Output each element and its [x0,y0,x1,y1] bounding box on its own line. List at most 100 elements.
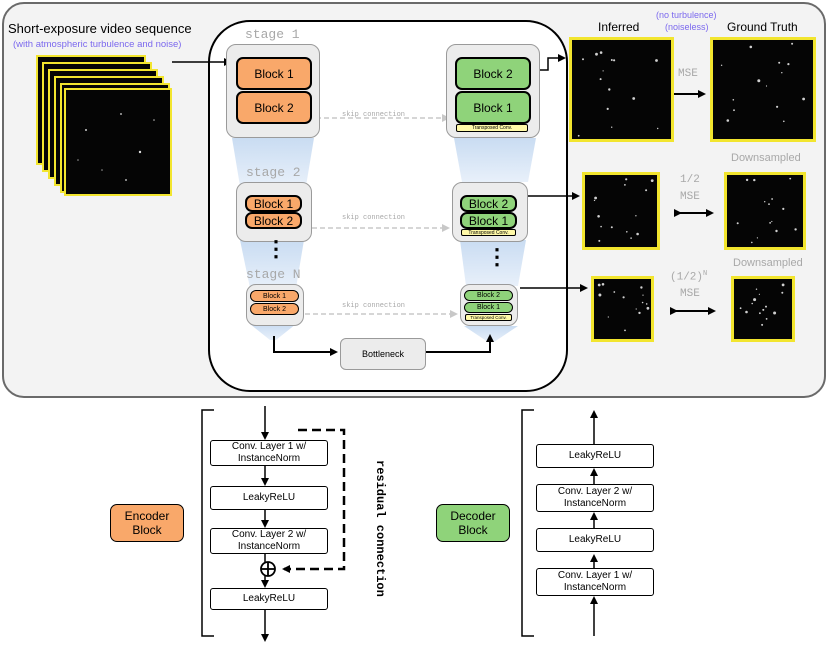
bottleneck-out-arrow [426,334,494,353]
encoder-leakyrelu-1: LeakyReLU [210,486,328,510]
speckle [802,97,805,101]
transposed-conv: Transposed Conv. [461,229,516,236]
speckle [582,58,584,61]
skip-label: skip connection [342,302,406,310]
mse-label: MSE [678,68,698,80]
transposed-conv: Transposed Conv. [465,314,512,321]
downsampled-label: Downsampled [733,257,803,269]
speckle [753,178,756,182]
encoder-taper [240,240,304,288]
speckle [598,239,601,242]
speckle [611,126,613,128]
decoder-block-tag: Decoder Block [436,504,510,542]
speckle [598,293,602,297]
speckle [610,59,613,61]
ground-truth-image-3 [731,276,795,342]
speckle [773,311,777,315]
decoder-conv-layer-2: Conv. Layer 2 w/ InstanceNorm [536,484,654,512]
speckle [646,306,650,310]
speckle [765,85,768,87]
speckle [622,296,625,299]
encoder-block-1: Block 1 [245,195,302,212]
half-label: 1/2 [680,174,700,186]
encoder-leakyrelu-2: LeakyReLU [210,588,328,610]
encoder-block-tag: Encoder Block [110,504,184,542]
speckle [608,88,611,91]
decoder-leakyrelu-1: LeakyReLU [536,528,654,552]
decoder-block-2: Block 2 [460,195,517,212]
decoder-block-2: Block 2 [455,57,531,90]
speckle [765,305,767,308]
stage-2-label: stage 2 [246,165,301,180]
speckle [657,127,659,130]
speckle [745,310,748,314]
bottleneck-box: Bottleneck [340,338,426,370]
speckle [597,215,600,218]
speckle [787,63,790,66]
speckle-noise [593,178,654,242]
inferred-image-3 [591,276,654,342]
decoder-block-1: Block 1 [460,212,517,229]
speckle [613,59,616,62]
encoder-block-1: Block 1 [236,57,312,90]
stage-1-label: stage 1 [245,27,300,42]
speckle-noise [597,283,650,332]
speckle [751,302,753,305]
speckle [635,215,637,217]
speckle [606,107,609,110]
encoder-conv-layer-1: Conv. Layer 1 w/ InstanceNorm [210,440,328,466]
downsampled-label: Downsampled [731,152,801,164]
encoder-block-2: Block 2 [245,212,302,229]
skip-label: skip connection [342,111,406,119]
speckle [765,318,768,320]
encoder-block-1: Block 1 [250,290,299,302]
speckle-noise [736,177,797,244]
speckle [599,51,603,54]
stage-n-label: stage N [246,267,301,282]
half-n-label: (1/2)N [670,270,708,284]
speckle [761,323,764,326]
speckle [638,311,641,315]
ground-truth-image-2 [724,172,806,250]
gt-note-turbulence: (no turbulence) [656,10,717,20]
decoder-leakyrelu-2: LeakyReLU [536,444,654,468]
speckle [776,105,779,108]
inferred-image-2 [582,172,660,250]
speckle [782,207,785,210]
skip-label: skip connection [342,214,406,222]
speckle [769,222,771,224]
speckle [650,179,654,182]
input-title: Short-exposure video sequence [8,21,192,36]
encoder-bracket [201,409,214,637]
speckle [632,97,636,100]
mse-label: MSE [680,191,700,203]
encoder-taper [232,138,314,186]
speckle [791,42,794,45]
speckle [642,294,644,296]
speckle [630,237,632,239]
speckle [625,178,628,181]
encoder-taper [250,324,296,340]
speckle [726,119,730,122]
speckle [778,61,781,64]
speckle [745,178,749,182]
speckle [655,59,658,62]
speckle [601,283,605,286]
speckle-noise [720,42,805,123]
speckle [757,79,761,83]
speckle [577,134,580,137]
speckle [781,283,785,287]
speckle [597,283,601,287]
speckle [771,198,773,200]
speckle [781,72,783,74]
decoder-block-1: Block 1 [455,91,531,124]
speckle [645,189,648,192]
speckle [739,307,742,310]
residual-connection-label: residual connection [373,460,387,597]
speckle [758,293,760,295]
input-frame-front [64,88,172,196]
speckle-noise [77,113,155,181]
mse-label: MSE [680,288,700,300]
inferred-label: Inferred [598,20,640,34]
